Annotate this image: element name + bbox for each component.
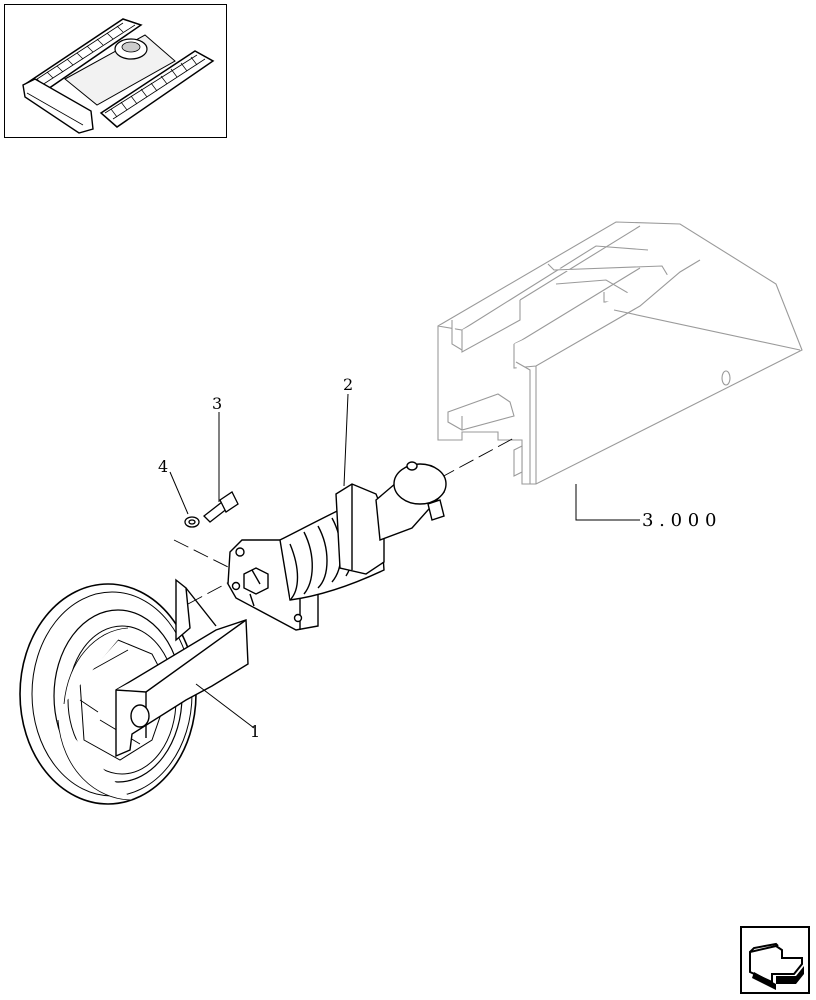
overview-thumbnail xyxy=(4,4,227,138)
callout-2: 2 xyxy=(343,375,353,394)
return-arrow-icon xyxy=(749,942,804,990)
bolt xyxy=(203,491,239,523)
callout-4: 4 xyxy=(158,457,168,476)
idler-fork-block xyxy=(115,578,249,758)
tension-adjuster xyxy=(227,461,447,631)
washer xyxy=(184,516,200,528)
track-frame xyxy=(437,221,803,485)
crawler-undercarriage-icon xyxy=(22,18,215,134)
callout-3: 3 xyxy=(212,394,222,413)
return-button[interactable] xyxy=(740,926,810,994)
callout-1: 1 xyxy=(250,722,260,741)
reference-label: 3 . 0 0 0 xyxy=(642,510,716,531)
